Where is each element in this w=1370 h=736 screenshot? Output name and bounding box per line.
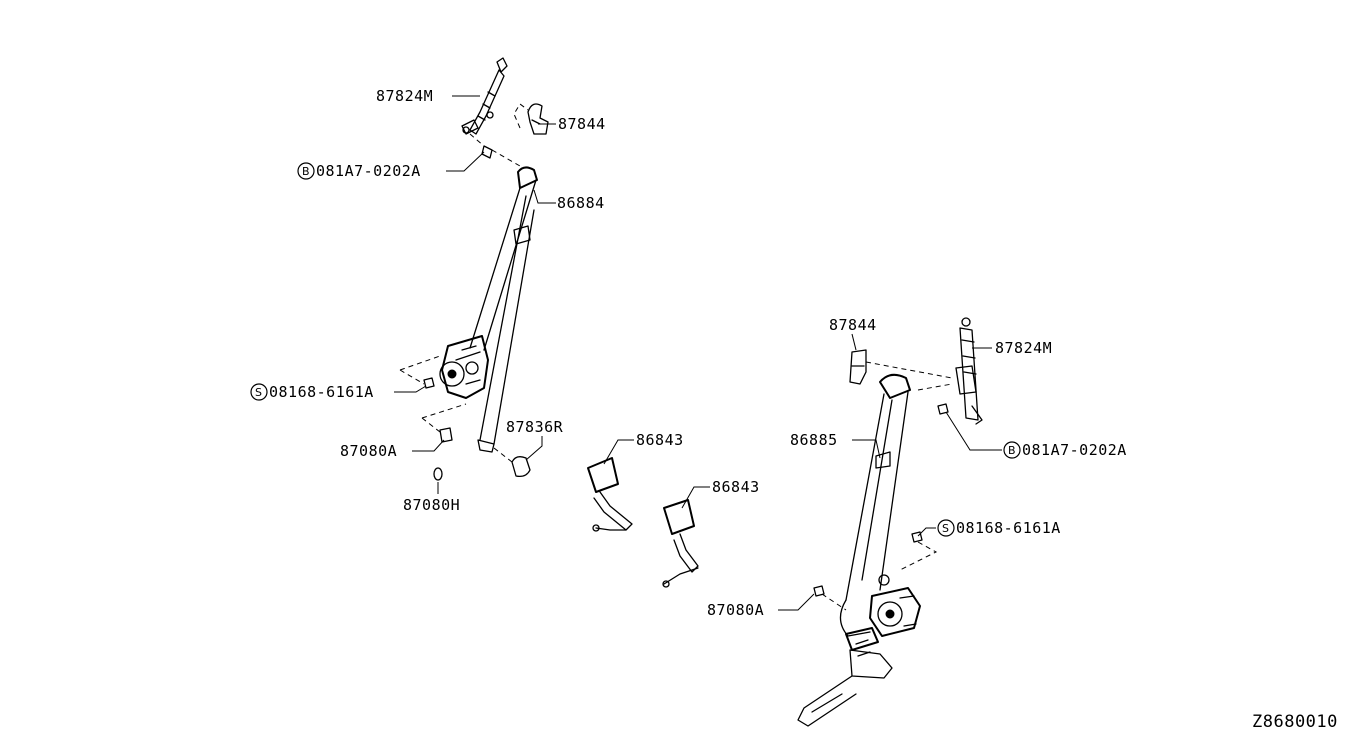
label-081a7-left-group: B 081A7-0202A	[297, 162, 421, 180]
label-86843-b: 86843	[712, 478, 760, 496]
label-87080a-left: 87080A	[340, 442, 397, 460]
right-retractor-part[interactable]	[869, 574, 921, 637]
label-08168-left-group: S 08168-6161A	[250, 383, 374, 401]
label-081a7-right: 081A7-0202A	[1022, 441, 1127, 459]
left-seat-belt-assembly	[399, 57, 549, 481]
buckle-a-part[interactable]	[587, 457, 633, 532]
left-bolt-part[interactable]	[469, 133, 521, 167]
diagram-code: Z8680010	[1252, 712, 1338, 732]
right-anchor-bolt-part[interactable]	[813, 585, 847, 611]
right-height-adjuster-part[interactable]	[955, 317, 983, 425]
label-08168-right: 08168-6161A	[956, 519, 1061, 537]
right-screw-part[interactable]	[899, 531, 938, 571]
leader-lines	[394, 95, 1002, 611]
screw-symbol-icon	[937, 519, 955, 537]
label-87836r: 87836R	[506, 418, 564, 436]
buckle-b-part[interactable]	[662, 499, 699, 588]
label-86885: 86885	[790, 431, 838, 449]
label-87844-left: 87844	[558, 115, 606, 133]
screw-symbol-icon	[250, 383, 268, 401]
left-retractor-part[interactable]	[439, 335, 489, 399]
left-shoulder-belt-part[interactable]	[469, 166, 538, 453]
label-081a7-right-group: B 081A7-0202A	[1003, 441, 1127, 459]
bolt-symbol-icon	[1003, 441, 1021, 459]
part-labels: 87824M 87844 B 081A7-0202A 86884 S 08168…	[250, 87, 1338, 732]
right-shoulder-belt-part[interactable]	[839, 373, 911, 637]
left-screw-part[interactable]	[399, 355, 441, 389]
label-87824m-left: 87824M	[376, 87, 433, 105]
label-86884: 86884	[557, 194, 605, 212]
label-08168-right-group: S 08168-6161A	[937, 519, 1061, 537]
left-lower-cover-part[interactable]	[493, 447, 531, 478]
left-anchor-bolt-part[interactable]	[421, 403, 467, 443]
left-guide-cover-part[interactable]	[513, 103, 549, 135]
right-guide-cover-part[interactable]	[849, 349, 953, 385]
right-lower-anchor-part[interactable]	[797, 627, 893, 727]
right-seat-belt-assembly	[797, 317, 983, 727]
left-anchor-cover-part[interactable]	[433, 467, 443, 481]
screw-symbol-letter: S	[255, 386, 262, 399]
right-bolt-part[interactable]	[917, 383, 953, 415]
label-87844-right: 87844	[829, 316, 877, 334]
label-87080a-right: 87080A	[707, 601, 764, 619]
label-87080h: 87080H	[403, 496, 460, 514]
screw-symbol-letter: S	[942, 522, 949, 535]
left-height-adjuster-part[interactable]	[461, 57, 508, 135]
bolt-symbol-letter: B	[302, 165, 310, 178]
label-08168-left: 08168-6161A	[269, 383, 374, 401]
label-87824m-right: 87824M	[995, 339, 1052, 357]
label-081a7-left: 081A7-0202A	[316, 162, 421, 180]
bolt-symbol-letter: B	[1008, 444, 1016, 457]
bolt-symbol-icon	[297, 162, 315, 180]
label-86843-a: 86843	[636, 431, 684, 449]
